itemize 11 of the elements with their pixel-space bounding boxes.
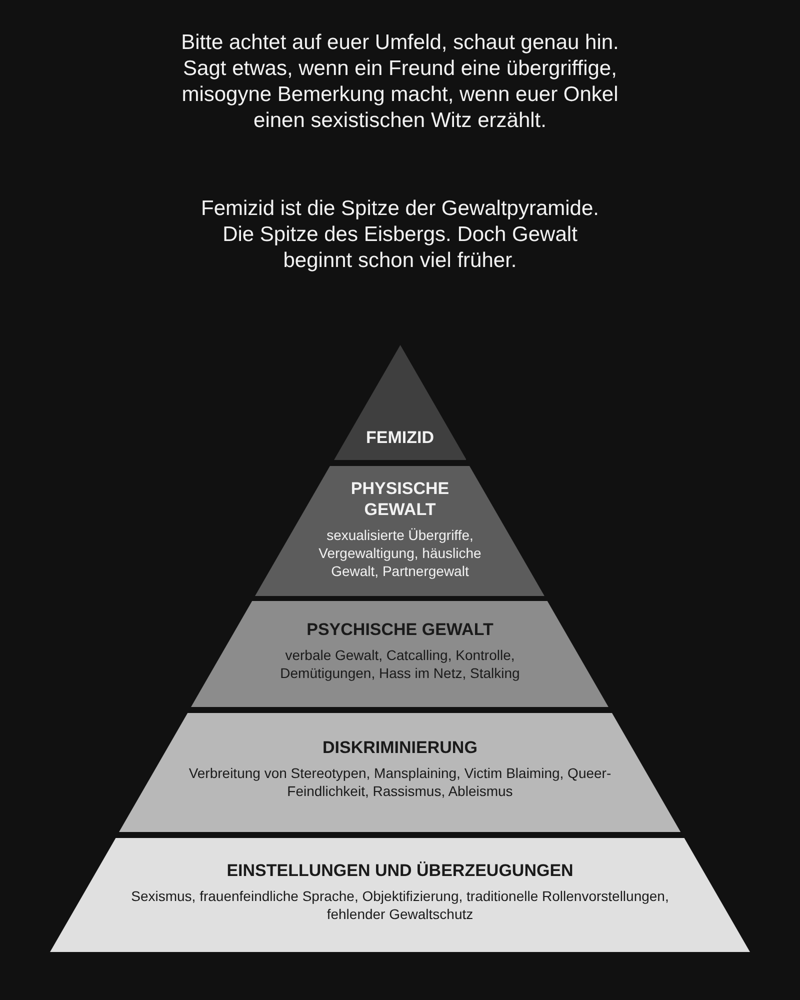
intro-paragraph: Femizid ist die Spitze der Gewaltpyramide. Die Spitze des Eisbergs. Doch Gewalt beginnt schon viel früher.: [200, 196, 600, 274]
tier-description: Verbreitung von Stereotypen, Mansplaining, Victim Blaiming, Queer-Feindlichkeit, Rassismus, Ableismus: [188, 764, 612, 800]
tier-heading: PSYCHISCHE GEWALT: [306, 619, 494, 640]
intro-paragraph: Bitte achtet auf euer Umfeld, schaut genau hin. Sagt etwas, wenn ein Freund eine übergriffige, misogyne Bemerkung macht, wenn euer Onkel einen sexistischen Witz erzählt.: [180, 30, 620, 134]
tier-description: verbale Gewalt, Catcalling, Kontrolle, Demütigungen, Hass im Netz, Stalking: [279, 646, 521, 682]
tier-heading: FEMIZID: [364, 427, 435, 448]
tier-heading: DISKRIMINIERUNG: [322, 737, 478, 758]
tier-description: Sexismus, frauenfeindliche Sprache, Objektifizierung, traditionelle Rollenvorstellungen, fehlender Gewaltschutz: [130, 887, 670, 923]
tier-description: sexualisierte Übergriffe, Vergewaltigung, häusliche Gewalt, Partnergewalt: [318, 526, 482, 580]
tier-heading: PHYSISCHE GEWALT: [350, 478, 450, 520]
tier-heading: EINSTELLUNGEN UND ÜBERZEUGUNGEN: [226, 860, 574, 881]
